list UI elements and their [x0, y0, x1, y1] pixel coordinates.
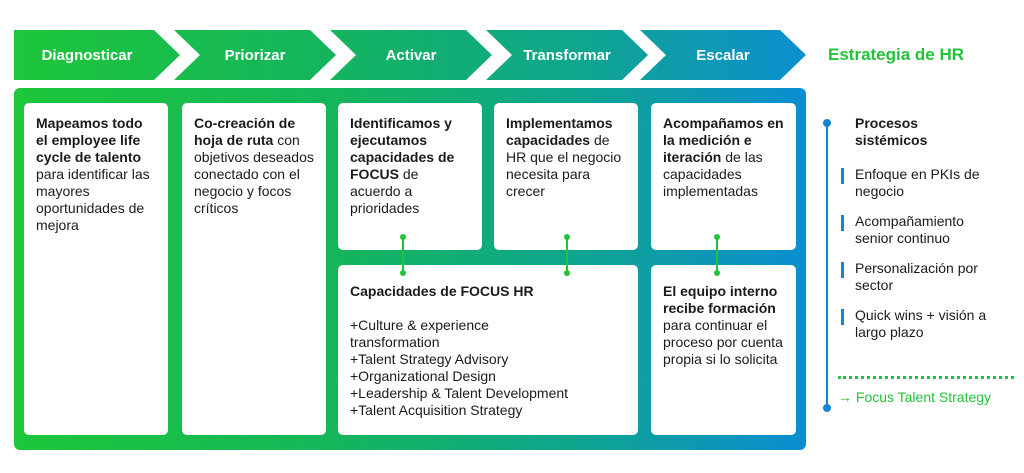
card-bold: Mapeamos todo el employee life cycle de …: [36, 115, 143, 165]
item-text: Enfoque en PKIs de negocio: [855, 166, 980, 199]
card-bold: Co-creación de hoja de ruta: [194, 115, 296, 148]
timeline-line: [826, 122, 828, 408]
capability-item: +Culture & experience transformation: [350, 317, 489, 350]
capability-item: +Organizational Design: [350, 368, 496, 384]
strategy-heading: Procesos sistémicos: [841, 115, 1021, 149]
strategy-item: Personalización por sector: [841, 260, 1021, 294]
focus-talent-link[interactable]: → Focus Talent Strategy: [838, 389, 992, 405]
card-priorizar: Co-creación de hoja de ruta con objetivo…: [182, 103, 326, 435]
capability-item: +Talent Strategy Advisory: [350, 351, 509, 367]
card-text: de HR que el negocio necesita para crece…: [506, 132, 622, 199]
dotted-divider: [838, 376, 1014, 379]
connector-line: [566, 237, 568, 272]
card-escalar: Acompañamos en la medición e iteración d…: [651, 103, 796, 250]
connector-dot: [564, 234, 570, 240]
phase-diagnosticar: Diagnosticar: [14, 30, 180, 80]
card-bold: Acompañamos en la medición e iteración: [663, 115, 784, 165]
connector-dot: [564, 270, 570, 276]
phase-label: Activar: [385, 46, 437, 64]
connector-dot: [400, 234, 406, 240]
phase-priorizar: Priorizar: [174, 30, 336, 80]
bar-marker: [841, 168, 844, 184]
card-text: con objetivos deseados conectado con el …: [194, 132, 314, 216]
item-text: Acompañamiento senior continuo: [855, 213, 964, 246]
bar-marker: [841, 309, 844, 325]
capabilities-title: Capacidades de FOCUS HR: [350, 283, 534, 299]
phase-activar: Activar: [330, 30, 492, 80]
phase-label: Diagnosticar: [41, 46, 133, 64]
card-activar: Identificamos y ejecutamos capacidades d…: [338, 103, 482, 250]
bar-marker: [841, 262, 844, 278]
phase-escalar: Escalar: [640, 30, 806, 80]
card-bold: Identificamos y ejecutamos capacidades d…: [350, 115, 455, 182]
card-text: para continuar el proceso por cuenta pro…: [663, 317, 783, 367]
phase-label: Transformar: [523, 46, 611, 64]
timeline-dot-bottom: [823, 404, 831, 412]
heading-text: Procesos sistémicos: [855, 115, 928, 148]
phase-label: Escalar: [696, 46, 750, 64]
item-text: Quick wins + visión a largo plazo: [855, 307, 987, 340]
card-bold: El equipo interno recibe formación: [663, 283, 778, 316]
connector-line: [716, 237, 718, 272]
card-text: de las capacidades implementadas: [663, 149, 763, 199]
card-text: de acuerdo a prioridades: [350, 166, 420, 216]
connector-line: [402, 237, 404, 272]
phase-transformar: Transformar: [486, 30, 648, 80]
item-text: Personalización por sector: [855, 260, 978, 293]
card-transformar: Implementamos capacidades de HR que el n…: [494, 103, 638, 250]
phase-label: Priorizar: [224, 46, 286, 64]
capabilities-card: Capacidades de FOCUS HR +Culture & exper…: [338, 265, 638, 435]
bar-marker: [841, 215, 844, 231]
card-text: para identificar las mayores oportunidad…: [36, 166, 150, 233]
connector-dot: [714, 234, 720, 240]
strategy-item: Acompañamiento senior continuo: [841, 213, 1021, 247]
strategy-title: Estrategia de HR: [828, 45, 965, 64]
capability-item: +Talent Acquisition Strategy: [350, 402, 523, 418]
connector-dot: [400, 270, 406, 276]
strategy-item: Quick wins + visión a largo plazo: [841, 307, 1021, 341]
card-bold: Implementamos capacidades: [506, 115, 613, 148]
connector-dot: [714, 270, 720, 276]
timeline-dot-top: [823, 119, 831, 127]
strategy-item: Enfoque en PKIs de negocio: [841, 166, 1021, 200]
training-card: El equipo interno recibe formación para …: [651, 265, 796, 435]
card-diagnosticar: Mapeamos todo el employee life cycle de …: [24, 103, 168, 435]
capability-item: +Leadership & Talent Development: [350, 385, 569, 401]
